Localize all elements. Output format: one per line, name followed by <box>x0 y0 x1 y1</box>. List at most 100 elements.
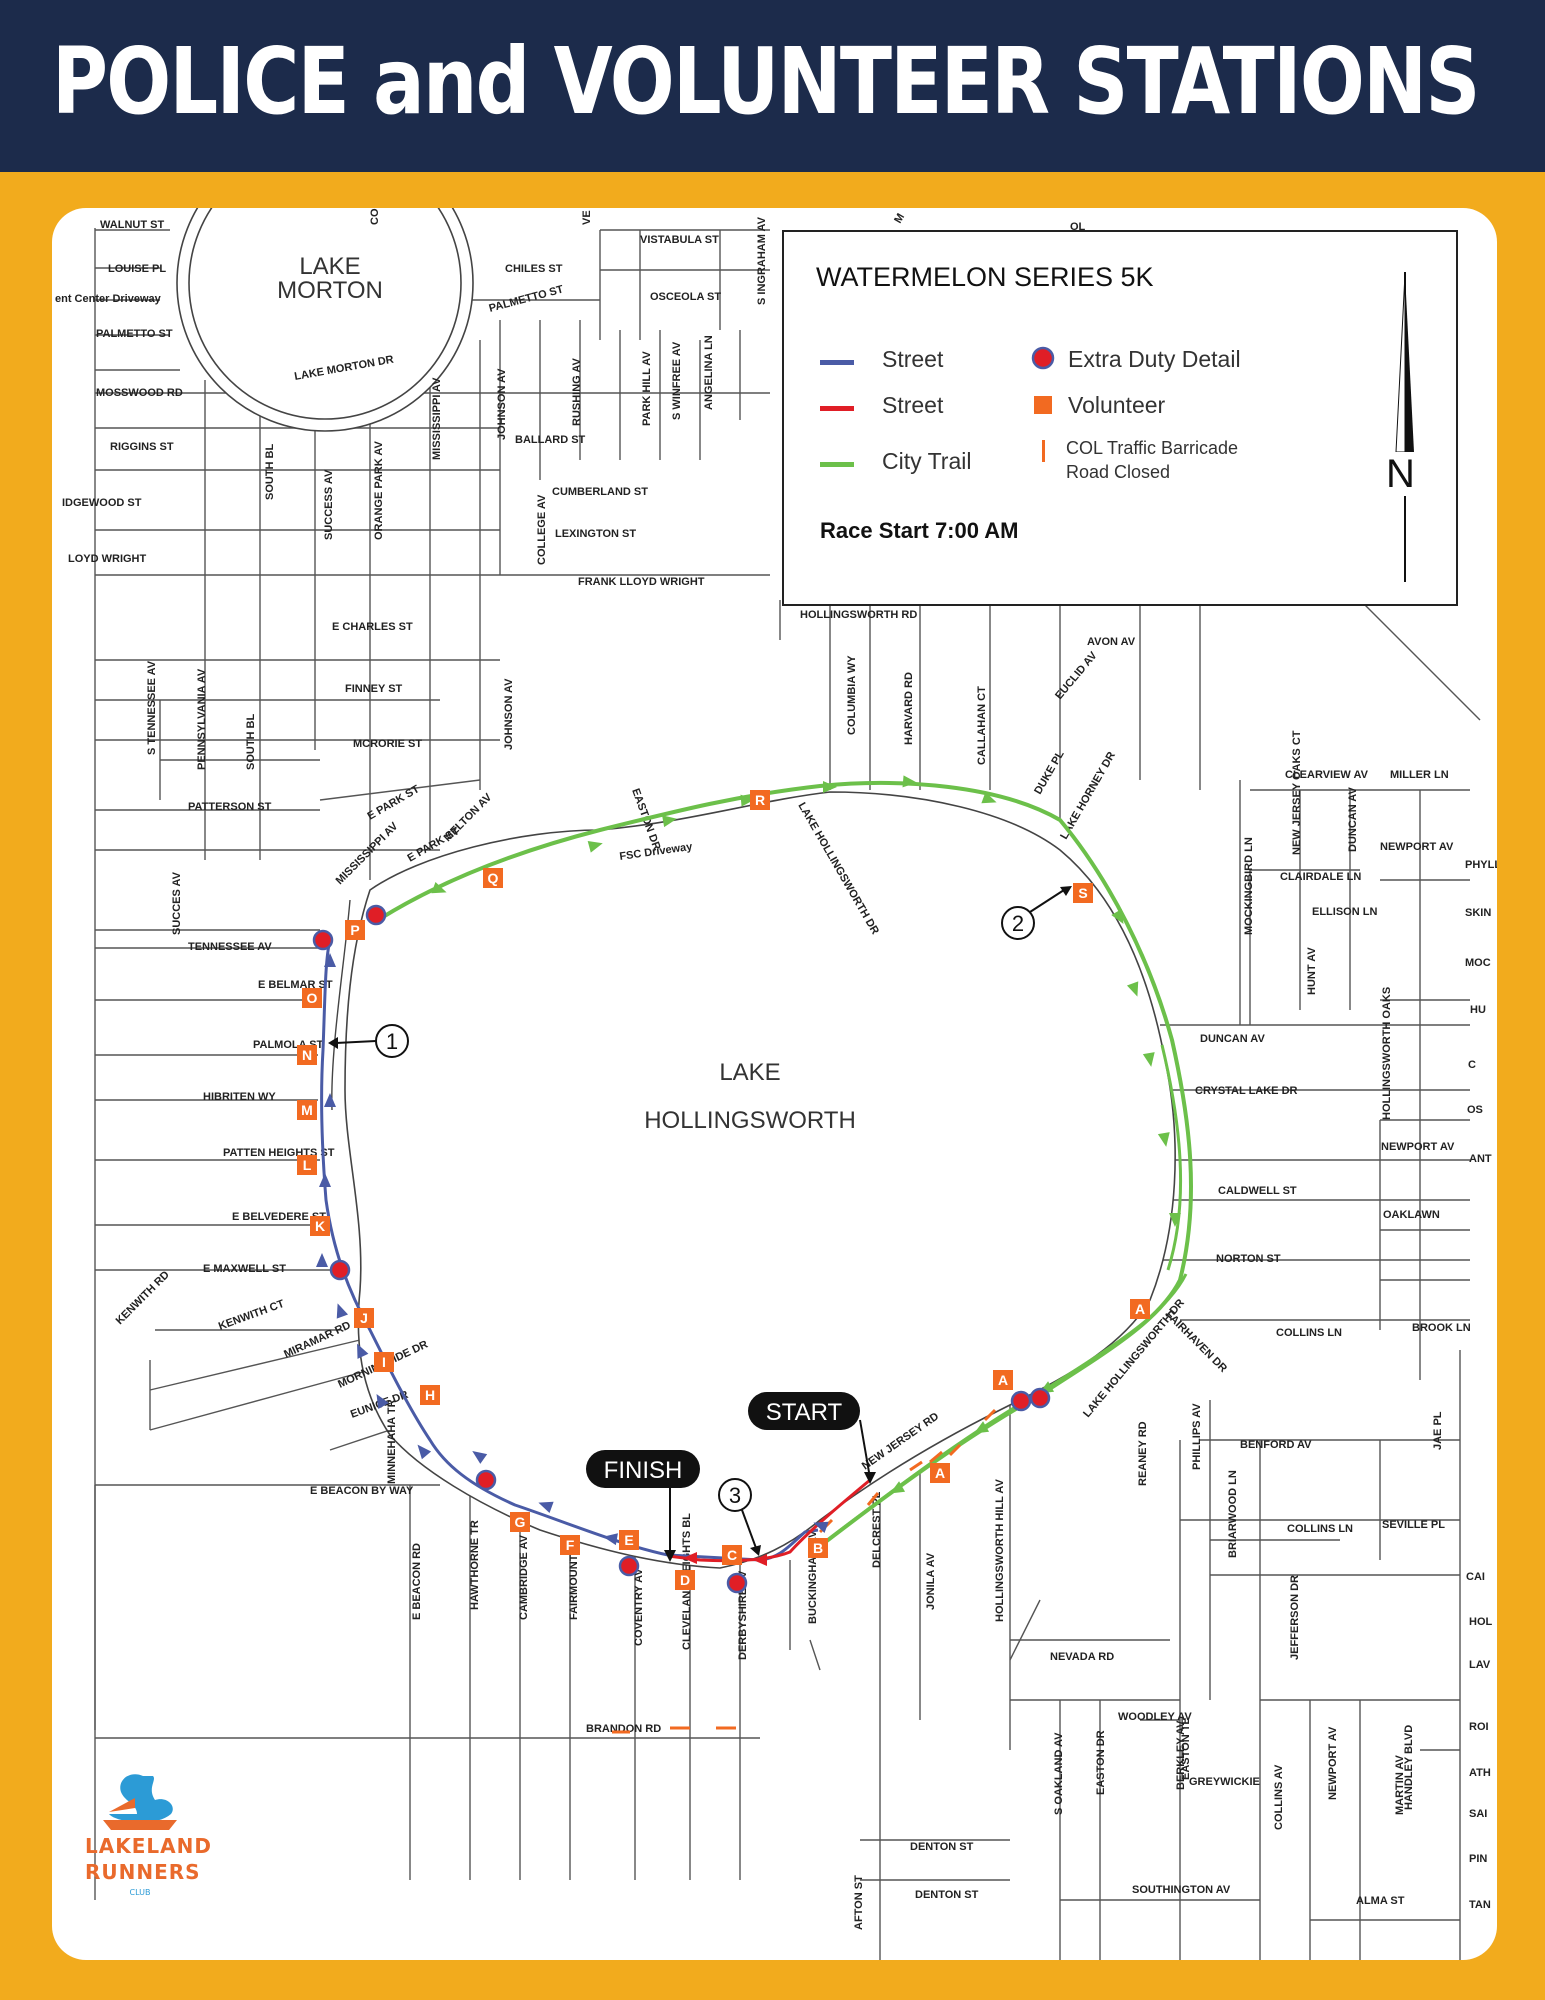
legend-volunteer-icon <box>1034 396 1052 414</box>
street-label: DUKE PL <box>1032 748 1067 796</box>
finish-label: FINISH <box>604 1457 683 1484</box>
street-label: OS <box>1467 1104 1483 1116</box>
street-label: JOHNSON AV <box>503 678 515 750</box>
legend-label-volunteer: Volunteer <box>1068 392 1166 418</box>
volunteer-station-d: D <box>675 1570 695 1590</box>
barricade <box>948 1443 962 1457</box>
legend-label-street-red: Street <box>882 392 944 418</box>
volunteer-station-p: P <box>345 920 365 940</box>
street-label: PATTERSON ST <box>188 801 272 813</box>
legend-label-road-closed: Road Closed <box>1066 462 1171 482</box>
street-label: LAV <box>1469 1659 1491 1671</box>
legend-label-street-blue: Street <box>882 346 944 372</box>
street-label: E PARK ST <box>366 783 422 822</box>
street-label: RUSHING AV <box>571 358 583 427</box>
race-start-time: Race Start 7:00 AM <box>820 518 1019 543</box>
barricade <box>983 1408 997 1422</box>
police-station <box>475 1469 497 1491</box>
street-label: SOUTH BL <box>264 444 276 501</box>
route-arrow <box>324 953 336 967</box>
route-arrow <box>813 1521 829 1534</box>
svg-text:J: J <box>360 1310 368 1326</box>
street-label: BROOK LN <box>1412 1322 1471 1334</box>
route-arrow <box>357 1343 369 1359</box>
street-label: HOLLINGSWORTH RD <box>800 609 917 621</box>
street-label: ALMA ST <box>1356 1895 1405 1907</box>
map-legend: WATERMELON SERIES 5K Street Street City … <box>782 230 1458 606</box>
route-arrow <box>1157 1132 1170 1147</box>
finish-callout: FINISH <box>586 1450 700 1562</box>
street-label: SAI <box>1469 1808 1487 1820</box>
street-label: JONILA AV <box>925 1552 937 1610</box>
volunteer-station-h: H <box>420 1385 440 1405</box>
lake-morton-label-2: MORTON <box>277 277 383 304</box>
street-label: ROI <box>1469 1721 1489 1733</box>
street-label: IDGEWOOD ST <box>62 497 142 509</box>
route-arrow <box>1169 1213 1181 1227</box>
street-label: BRANDON RD <box>586 1723 661 1735</box>
street-label: HIBRITEN WY <box>203 1091 276 1103</box>
svg-text:3: 3 <box>729 1483 741 1508</box>
volunteer-station-c: C <box>722 1545 742 1565</box>
street-label: CRYSTAL LAKE DR <box>1195 1085 1298 1097</box>
legend-swatch-blue <box>820 360 854 365</box>
street-label: SOUTH BL <box>245 714 257 771</box>
route-arrow <box>662 815 677 828</box>
barricade <box>929 1450 943 1464</box>
street-label: PENNSYLVANIA AV <box>196 668 208 770</box>
lakeland-runners-logo: LAKELAND RUNNERS CLUB <box>85 1768 211 1938</box>
svg-text:C: C <box>727 1547 737 1563</box>
legend-label-barricade: COL Traffic Barricade <box>1066 438 1239 458</box>
marker-3: 3 <box>718 1478 761 1556</box>
street-label: COLLINS LN <box>1276 1327 1342 1339</box>
svg-text:S: S <box>1078 885 1087 901</box>
street-label: GREYWICKIE <box>1189 1776 1260 1788</box>
street-label: LOUISE PL <box>108 263 166 275</box>
street-label: E CHARLES ST <box>332 621 413 633</box>
volunteer-station-i: I <box>374 1352 394 1372</box>
route-arrow <box>1111 908 1124 925</box>
police-station <box>1029 1387 1051 1409</box>
street-label: PHYLLIS ST <box>1465 859 1529 871</box>
volunteer-station-n: N <box>297 1045 317 1065</box>
barricade <box>909 1460 923 1472</box>
street-label: SUCCES AV <box>171 871 183 935</box>
street-label: FINNEY ST <box>345 683 403 695</box>
street-label: CALLAHAN CT <box>976 686 988 765</box>
street-label: MARTIN AV <box>1394 1754 1406 1815</box>
street-label: CHILES ST <box>505 263 563 275</box>
street-label: SUCCESS AV <box>323 469 335 540</box>
svg-text:N: N <box>302 1047 312 1063</box>
svg-text:Q: Q <box>488 870 499 886</box>
street-label: REANEY RD <box>1137 1421 1149 1486</box>
street-label: HOL <box>1469 1616 1493 1628</box>
svg-text:B: B <box>813 1540 823 1556</box>
street-label: HAWTHORNE TR <box>469 1520 481 1610</box>
street-label: BENFORD AV <box>1240 1439 1312 1451</box>
barricade <box>866 1492 880 1506</box>
street-label: WALNUT ST <box>100 219 164 231</box>
swan-logo-icon <box>103 1774 177 1830</box>
street-label: LOYD WRIGHT <box>68 553 146 565</box>
route-arrow <box>889 1481 906 1494</box>
street-label: DELCREST PL <box>871 1491 883 1568</box>
street-label: NEWPORT AV <box>1327 1726 1339 1800</box>
street-label: CLEARVIEW AV <box>1285 769 1369 781</box>
route-arrow <box>587 841 603 853</box>
svg-text:D: D <box>680 1572 690 1588</box>
logo-text-club: CLUB <box>129 1888 151 1897</box>
street-label: NEVADA RD <box>1050 1651 1114 1663</box>
street-label: DENTON ST <box>915 1889 979 1901</box>
route-arrow <box>823 781 837 793</box>
street-label: CLAIRDALE LN <box>1280 871 1361 883</box>
volunteer-station-l: L <box>297 1155 317 1175</box>
street-label: CO <box>369 208 381 225</box>
svg-text:R: R <box>755 792 765 808</box>
svg-text:A: A <box>998 1372 1008 1388</box>
legend-police-icon <box>1031 346 1055 370</box>
route-arrow <box>538 1501 554 1514</box>
volunteer-station-b: B <box>808 1538 828 1558</box>
street-label: DUNCAN AV <box>1200 1033 1265 1045</box>
street-label: CAI <box>1466 1571 1485 1583</box>
street-label: MELTON AV <box>442 791 495 844</box>
